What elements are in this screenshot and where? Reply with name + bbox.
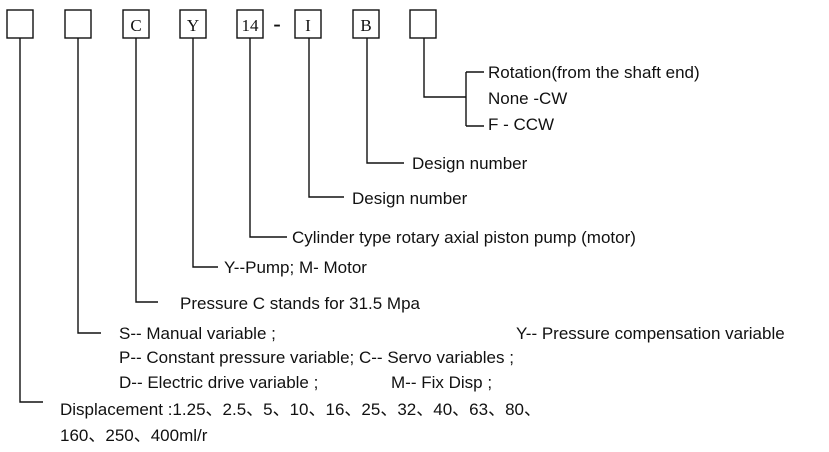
code-box-rotation <box>409 9 437 39</box>
code-box-cylinder-label: 14 <box>242 16 260 35</box>
code-box-design-b: B <box>352 9 380 39</box>
pressure-text: Pressure C stands for 31.5 Mpa <box>180 294 421 313</box>
variable-y-text: Y-- Pressure compensation variable <box>516 324 785 343</box>
displacement-line-2: 160、250、400ml/r <box>60 426 208 445</box>
code-box-pump-motor-label: Y <box>187 16 199 35</box>
code-box-cylinder: 14 <box>236 9 264 39</box>
leader-displacement <box>19 38 43 403</box>
code-box-design-i: I <box>294 9 322 39</box>
leader-design-b <box>366 38 404 164</box>
variable-s-text: S-- Manual variable ; <box>119 324 276 343</box>
rotation-option-cw: None -CW <box>488 89 567 108</box>
displacement-line-1: Displacement :1.25、2.5、5、10、16、25、32、40、… <box>60 400 541 419</box>
rotation-option-ccw: F - CCW <box>488 115 554 134</box>
pump-motor-text: Y--Pump; M- Motor <box>224 258 367 277</box>
leader-variable <box>77 38 101 334</box>
leader-pump-motor <box>192 38 218 268</box>
design-number-i-text: Design number <box>352 189 468 208</box>
leader-design-i <box>308 38 344 198</box>
code-box-design-i-label: I <box>305 16 311 35</box>
code-box-pressure-label: C <box>130 16 141 35</box>
code-box-design-b-label: B <box>360 16 371 35</box>
leader-pressure <box>135 38 158 303</box>
code-box-pressure: C <box>122 9 150 39</box>
leader-rotation <box>423 38 484 127</box>
variable-m-text: M-- Fix Disp ; <box>391 373 492 392</box>
leader-cylinder <box>249 38 287 238</box>
cylinder-text: Cylinder type rotary axial piston pump (… <box>292 228 636 247</box>
code-box-displacement <box>6 9 34 39</box>
rotation-title: Rotation(from the shaft end) <box>488 63 700 82</box>
variable-d-text: D-- Electric drive variable ; <box>119 373 318 392</box>
code-box-variable <box>64 9 92 39</box>
code-separator: - <box>273 11 280 36</box>
variable-p-c-text: P-- Constant pressure variable; C-- Serv… <box>119 348 514 367</box>
code-box-pump-motor: Y <box>179 9 207 39</box>
design-number-b-text: Design number <box>412 154 528 173</box>
